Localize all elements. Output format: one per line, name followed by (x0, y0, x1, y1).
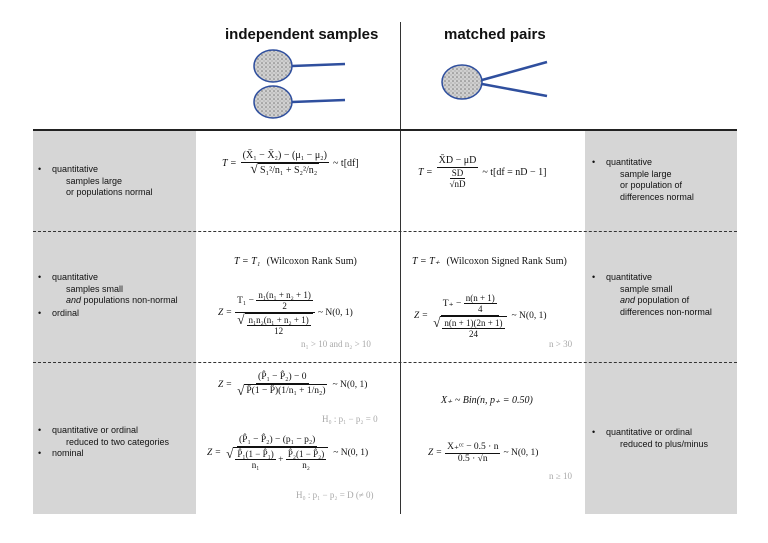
row2-matched-z-formula: Z = T₊ − n(n + 1) 4 √ n(n + 1)(2n + 1) 2… (414, 293, 547, 340)
table-top-rule (33, 129, 737, 131)
row3-independent-unpooled-z-formula: Z = (P̂₁ − P̂₂) − (p₁ − p₂) √ P̂₁(1 − P̂… (207, 435, 369, 471)
row2-right-criteria: • quantitative sample small and populati… (592, 272, 712, 317)
sample-one-icon (253, 49, 346, 83)
row3-matched-binomial: X₊ ~ Bin(n, p₊ = 0.50) (441, 395, 533, 406)
row1-matched-t-formula: T = X̄D − μD SD √nD ~ t[df = nD − 1] (418, 155, 547, 189)
header-matched-pairs: matched pairs (444, 26, 546, 43)
row1-right-criteria: • quantitative sample large or populatio… (592, 157, 694, 202)
row3-left-criteria: • quantitative or ordinal reduced to two… (38, 425, 170, 458)
row3-independent-h0-diff: H₀ : p₁ − p₂ = D (≠ 0) (296, 490, 374, 500)
row3-matched-condition: n ≥ 10 (549, 471, 572, 481)
row-divider-1 (33, 231, 737, 232)
independent-samples-illustration (253, 49, 346, 119)
row1-independent-t-formula: T = (X̄₁ − X̄₂) − (μ₁ − μ₂) √ S₁²/n₁ + S… (222, 150, 359, 177)
paired-sample-icon (441, 60, 548, 100)
header-vertical-divider (400, 22, 401, 130)
matched-pairs-illustration (441, 60, 548, 100)
row2-left-criteria: • quantitative samples small and populat… (38, 272, 178, 318)
row2-independent-z-formula: Z = T₁ − n₁(n₁ + n₂ + 1) 2 √ n₁n₂(n₁ + n… (218, 290, 353, 337)
row2-matched-stat: T = T₊ (Wilcoxon Signed Rank Sum) (412, 256, 567, 267)
left-grey-panel (33, 130, 196, 514)
row3-right-criteria: • quantitative or ordinal reduced to plu… (592, 427, 709, 449)
row2-matched-condition: n > 30 (549, 339, 573, 349)
header-independent-samples: independent samples (225, 26, 379, 43)
right-grey-panel (585, 130, 737, 514)
body-vertical-divider (400, 131, 401, 514)
row3-independent-h0-equal: H₀ : p₁ − p₂ = 0 (322, 414, 378, 424)
row2-independent-stat: T = T₁ (Wilcoxon Rank Sum) (234, 256, 357, 267)
row3-independent-pooled-z-formula: Z = (P̂₁ − P̂₂) − 0 √P̂(1 − P̂)(1/n₁ + 1… (218, 372, 368, 398)
row3-matched-z-formula: Z = X₊ᶜᶜ − 0.5 · n 0.5 · √n ~ N(0, 1) (428, 442, 539, 464)
row1-left-criteria: • quantitative samples large or populati… (38, 164, 153, 197)
row-divider-2 (33, 362, 737, 363)
sample-two-icon (253, 85, 346, 119)
row2-independent-condition: n₁ > 10 and n₂ > 10 (301, 339, 371, 349)
